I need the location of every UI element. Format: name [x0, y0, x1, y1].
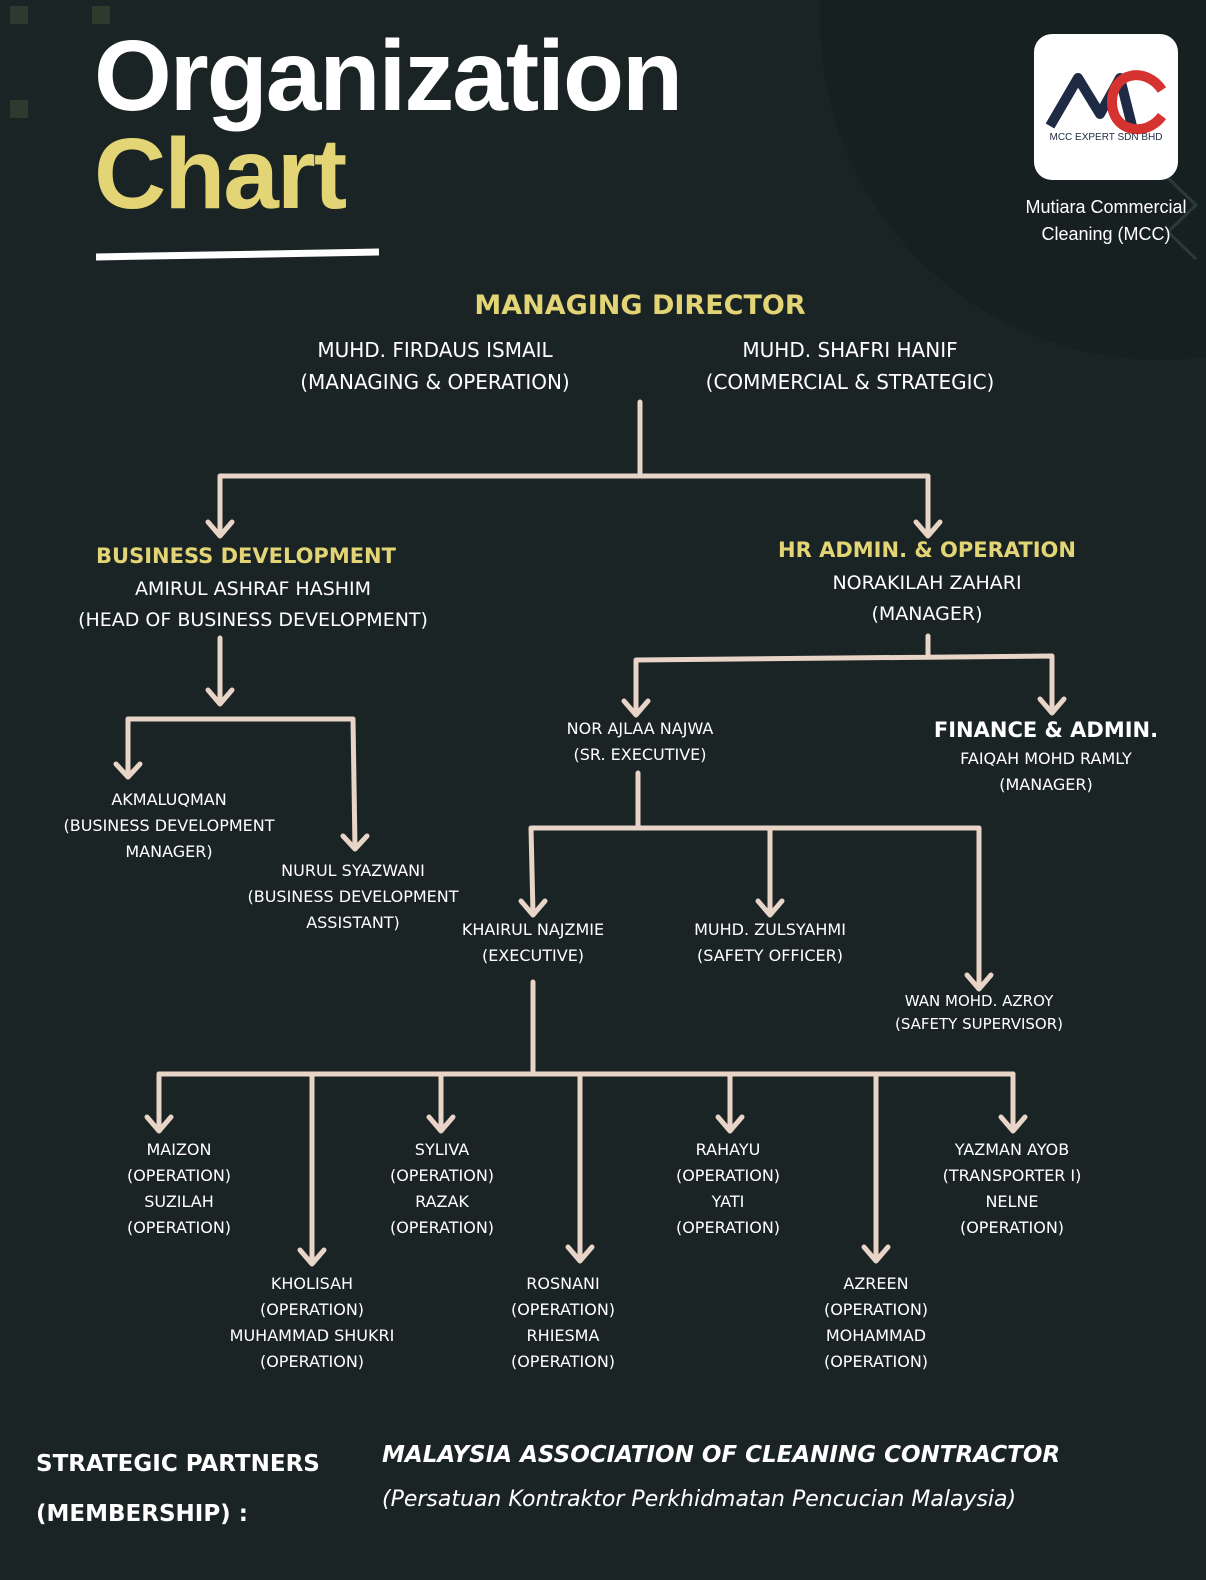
- op-name: KHOLISAH: [270, 1274, 354, 1293]
- akmaluqman-name: AKMALUQMAN: [111, 790, 227, 809]
- node-nor-ajlaa: NOR AJLAA NAJWA (SR. EXECUTIVE): [530, 716, 750, 768]
- hr-manager-role: (MANAGER): [871, 603, 983, 625]
- op-name: SUZILAH: [144, 1192, 214, 1211]
- op-group-syliva: SYLIVA (OPERATION) RAZAK (OPERATION): [347, 1137, 537, 1241]
- finance-manager-name: FAIQAH MOHD RAMLY: [960, 749, 1132, 768]
- op-role: (OPERATION): [259, 1352, 365, 1371]
- op-role: (OPERATION): [510, 1352, 616, 1371]
- op-name: YAZMAN AYOB: [954, 1140, 1070, 1159]
- wan-role: (SAFETY SUPERVISOR): [894, 1015, 1064, 1033]
- op-group-rahayu: RAHAYU (OPERATION) YATI (OPERATION): [633, 1137, 823, 1241]
- director-2: MUHD. SHAFRI HANIF (COMMERCIAL & STRATEG…: [660, 334, 1040, 398]
- company-logo: MCC EXPERT SDN BHD: [1034, 34, 1178, 180]
- op-name: SYLIVA: [414, 1140, 470, 1159]
- nurul-role-2: ASSISTANT): [306, 913, 400, 932]
- bd-head-role: (HEAD OF BUSINESS DEVELOPMENT): [78, 609, 428, 631]
- op-role: (OPERATION): [389, 1218, 495, 1237]
- decor-square: [10, 6, 28, 24]
- zulsyahmi-role: (SAFETY OFFICER): [697, 946, 843, 965]
- business-development-heading: BUSINESS DEVELOPMENT: [96, 544, 396, 568]
- zulsyahmi-name: MUHD. ZULSYAHMI: [694, 920, 846, 939]
- director-2-role: (COMMERCIAL & STRATEGIC): [705, 370, 995, 394]
- khairul-role: (EXECUTIVE): [481, 946, 585, 965]
- bd-head-name: AMIRUL ASHRAF HASHIM: [134, 578, 372, 600]
- akmaluqman-role-2: MANAGER): [125, 842, 213, 861]
- hr-admin-heading: HR ADMIN. & OPERATION: [778, 538, 1076, 562]
- node-wan-azroy: WAN MOHD. AZROY (SAFETY SUPERVISOR): [874, 990, 1084, 1036]
- director-1-name: MUHD. FIRDAUS ISMAIL: [317, 338, 553, 362]
- hr-admin-manager: NORAKILAH ZAHARI (MANAGER): [760, 568, 1094, 630]
- company-caption: Mutiara Commercial Cleaning (MCC): [1008, 194, 1204, 248]
- op-name: MAIZON: [146, 1140, 212, 1159]
- partners-label-2: (MEMBERSHIP) :: [36, 1501, 248, 1527]
- op-role: (OPERATION): [675, 1166, 781, 1185]
- node-nurul-syazwani: NURUL SYAZWANI (BUSINESS DEVELOPMENT ASS…: [214, 858, 492, 936]
- op-name: RAZAK: [415, 1192, 469, 1211]
- nor-ajlaa-name: NOR AJLAA NAJWA: [566, 719, 714, 738]
- op-name: NELNE: [985, 1192, 1039, 1211]
- logo-text: MCC EXPERT SDN BHD: [1049, 132, 1163, 143]
- title-line-1: Organization: [94, 20, 683, 132]
- op-role: (OPERATION): [823, 1300, 929, 1319]
- op-name: RAHAYU: [695, 1140, 761, 1159]
- node-zulsyahmi: MUHD. ZULSYAHMI (SAFETY OFFICER): [670, 917, 870, 969]
- nor-ajlaa-role: (SR. EXECUTIVE): [573, 745, 707, 764]
- decor-square: [10, 100, 28, 118]
- op-name: MUHAMMAD SHUKRI: [229, 1326, 395, 1345]
- director-1-role: (MANAGING & OPERATION): [300, 370, 570, 394]
- op-name: YATI: [711, 1192, 745, 1211]
- strategic-partners-label: STRATEGIC PARTNERS (MEMBERSHIP) :: [36, 1439, 320, 1539]
- akmaluqman-role-1: (BUSINESS DEVELOPMENT: [63, 816, 275, 835]
- finance-manager-role: (MANAGER): [999, 775, 1093, 794]
- op-name: ROSNANI: [526, 1274, 600, 1293]
- partner-association-name: MALAYSIA ASSOCIATION OF CLEANING CONTRAC…: [382, 1442, 1061, 1468]
- op-group-yazman: YAZMAN AYOB (TRANSPORTER I) NELNE (OPERA…: [912, 1137, 1112, 1241]
- director-2-name: MUHD. SHAFRI HANIF: [742, 338, 958, 362]
- finance-manager: FAIQAH MOHD RAMLY (MANAGER): [920, 746, 1172, 798]
- op-role: (OPERATION): [126, 1218, 232, 1237]
- company-caption-line-1: Mutiara Commercial: [1025, 197, 1187, 217]
- logo-mark-icon: [1045, 70, 1167, 135]
- title-line-2: Chart: [94, 118, 347, 230]
- op-role: (OPERATION): [959, 1218, 1065, 1237]
- node-khairul: KHAIRUL NAJZMIE (EXECUTIVE): [433, 917, 633, 969]
- op-group-kholisah: KHOLISAH (OPERATION) MUHAMMAD SHUKRI (OP…: [207, 1271, 417, 1375]
- partner-association-local-name: (Persatuan Kontraktor Perkhidmatan Pencu…: [382, 1487, 1017, 1512]
- khairul-name: KHAIRUL NAJZMIE: [461, 920, 605, 939]
- hr-manager-name: NORAKILAH ZAHARI: [832, 572, 1022, 594]
- managing-director-heading: MANAGING DIRECTOR: [474, 290, 806, 321]
- decor-square: [92, 6, 110, 24]
- nurul-name: NURUL SYAZWANI: [281, 861, 425, 880]
- op-role: (OPERATION): [259, 1300, 365, 1319]
- business-development-head: AMIRUL ASHRAF HASHIM (HEAD OF BUSINESS D…: [40, 574, 466, 636]
- director-1: MUHD. FIRDAUS ISMAIL (MANAGING & OPERATI…: [250, 334, 620, 398]
- partners-label-1: STRATEGIC PARTNERS: [36, 1451, 320, 1477]
- finance-heading: FINANCE & ADMIN.: [933, 718, 1159, 742]
- op-name: MOHAMMAD: [825, 1326, 927, 1345]
- op-role: (OPERATION): [675, 1218, 781, 1237]
- wan-name: WAN MOHD. AZROY: [904, 992, 1054, 1010]
- op-group-azreen: AZREEN (OPERATION) MOHAMMAD (OPERATION): [781, 1271, 971, 1375]
- op-group-rosnani: ROSNANI (OPERATION) RHIESMA (OPERATION): [468, 1271, 658, 1375]
- node-akmaluqman: AKMALUQMAN (BUSINESS DEVELOPMENT MANAGER…: [30, 787, 308, 865]
- op-name: AZREEN: [843, 1274, 909, 1293]
- op-role: (OPERATION): [389, 1166, 495, 1185]
- op-role: (TRANSPORTER I): [942, 1166, 1082, 1185]
- op-role: (OPERATION): [823, 1352, 929, 1371]
- company-caption-line-2: Cleaning (MCC): [1041, 224, 1171, 244]
- nurul-role-1: (BUSINESS DEVELOPMENT: [247, 887, 459, 906]
- op-name: RHIESMA: [526, 1326, 600, 1345]
- op-group-maizon: MAIZON (OPERATION) SUZILAH (OPERATION): [84, 1137, 274, 1241]
- op-role: (OPERATION): [126, 1166, 232, 1185]
- op-role: (OPERATION): [510, 1300, 616, 1319]
